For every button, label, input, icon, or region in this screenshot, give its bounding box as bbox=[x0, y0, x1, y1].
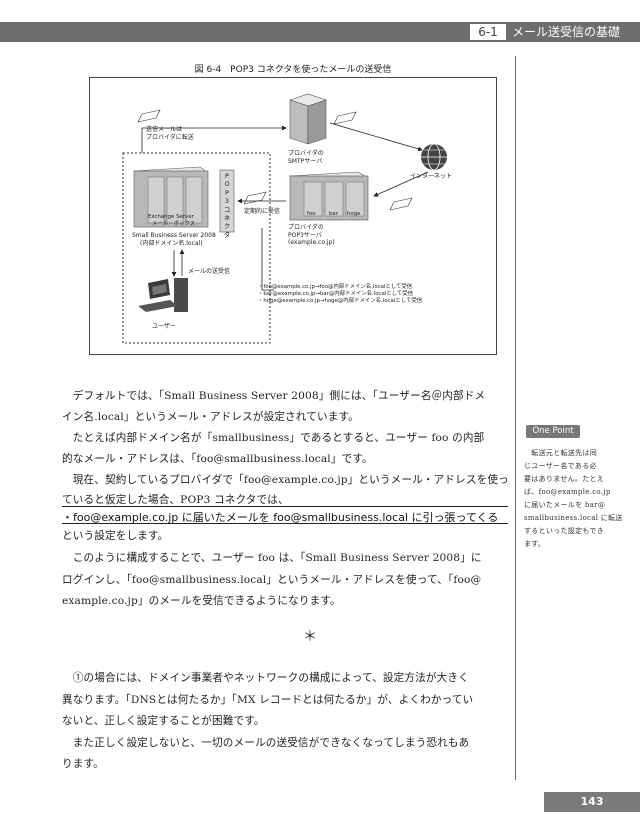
margin-divider bbox=[515, 56, 516, 780]
label-mail-send-receive: メールの送受信 bbox=[188, 268, 231, 275]
label-sbs-server: Small Business Server 2008(内部ドメイン名.local… bbox=[132, 232, 216, 247]
mailbox-hoge: hoge bbox=[347, 211, 361, 217]
paragraph-line: ります。 bbox=[62, 758, 104, 770]
user-pc-icon bbox=[138, 278, 188, 312]
smtp-to-internet-line bbox=[329, 122, 423, 152]
paragraph-line: このように構成することで、ユーザー foo は、「Small Business … bbox=[62, 552, 482, 564]
label-pop3-connector: POP3コネクタ bbox=[223, 172, 231, 239]
highlighted-setting-box: ・foo@example.co.jp に届いたメールを foo@smallbus… bbox=[62, 506, 508, 524]
one-point-line: ば、foo@example.co.jp bbox=[524, 488, 611, 496]
pop3-server-icon bbox=[289, 171, 369, 221]
paragraph-line: ログインし、「foo@smallbusiness.local」というメール・アド… bbox=[62, 574, 482, 586]
send-to-provider-line bbox=[141, 125, 287, 153]
lan-boundary bbox=[122, 152, 271, 344]
mailbox-bar: bar bbox=[329, 211, 338, 217]
section-separator: ＊ bbox=[303, 629, 317, 645]
internet-globe-icon bbox=[421, 143, 447, 171]
highlighted-setting-text: ・foo@example.co.jp に届いたメールを foo@smallbus… bbox=[62, 511, 499, 524]
sbs-server-icon bbox=[133, 166, 209, 228]
one-point-line: 要はありません。たとえ bbox=[524, 475, 605, 483]
pop3-connector-box bbox=[219, 169, 235, 233]
label-user: ユーザー bbox=[152, 323, 176, 330]
label-internet: インターネット bbox=[410, 173, 453, 180]
paragraph-line: また正しく設定しないと、一切のメールの送受信ができなくなってしまう恐れもあ bbox=[62, 737, 470, 749]
paragraph-line: デフォルトでは、「Small Business Server 2008」側には、… bbox=[62, 390, 486, 402]
one-point-badge: One Point bbox=[526, 425, 580, 438]
mailbox-foo: foo bbox=[307, 211, 316, 217]
paragraph-line: 現在、契約しているプロバイダで「foo@example.co.jp」というメール… bbox=[62, 474, 509, 486]
label-periodic-receive: 定期的に受信 bbox=[244, 208, 281, 215]
section-title: メール送受信の基礎 bbox=[512, 25, 621, 39]
internet-to-pop3-line bbox=[373, 171, 429, 197]
smtp-server-icon bbox=[289, 93, 327, 145]
one-point-line: じユーザー名である必 bbox=[524, 462, 597, 470]
section-number: 6-1 bbox=[470, 24, 506, 40]
one-point-line: に届いたメールを bar@ bbox=[524, 501, 606, 509]
paragraph-line: たとえば内部ドメイン名が「smallbusiness」であるとすると、ユーザー … bbox=[62, 432, 485, 444]
paragraph-line: ①の場合には、ドメイン事業者やネットワークの構成によって、設定方法が大きく bbox=[62, 672, 469, 684]
paragraph-line: ないと、正しく設定することが困難です。 bbox=[62, 715, 265, 727]
label-exchange-server: Exchange Server bbox=[148, 214, 194, 220]
paragraph-line: example.co.jp」のメールを受信できるようになります。 bbox=[62, 595, 341, 607]
paragraph-line: という設定をします。 bbox=[62, 530, 169, 542]
paragraph-line: ていると仮定した場合、POP3 コネクタでは、 bbox=[62, 494, 289, 506]
page-number: 143 bbox=[544, 792, 640, 812]
mail-envelope-icon bbox=[137, 109, 413, 211]
one-point-line: ます。 bbox=[524, 540, 546, 548]
label-send-to-provider: 送信メールはプロバイダに転送 bbox=[146, 126, 194, 141]
label-receive-rules: ・foo@example.co.jp→foo@内部ドメイン名.localとして受… bbox=[258, 284, 423, 304]
network-diagram bbox=[122, 93, 447, 344]
figure-caption: 図 6-4 POP3 コネクタを使ったメールの送受信 bbox=[194, 65, 392, 75]
paragraph-line: イン名.local」というメール・アドレスが設定されています。 bbox=[62, 411, 359, 423]
paragraph-line: 的なメール・アドレスは、「foo@smallbusiness.local」です。 bbox=[62, 453, 373, 465]
paragraph-line: 異なります。「DNSとは何たるか」「MX レコードとは何たるか」が、よくわかって… bbox=[62, 694, 474, 706]
one-point-line: するといった設定もでき bbox=[524, 527, 605, 535]
label-mailbox: メール・ボックス bbox=[152, 221, 195, 227]
rules-callout-line bbox=[261, 228, 274, 291]
one-point-line: smallbusiness.local に転送 bbox=[524, 514, 623, 522]
one-point-line: 転送元と転送先は同 bbox=[524, 449, 597, 457]
